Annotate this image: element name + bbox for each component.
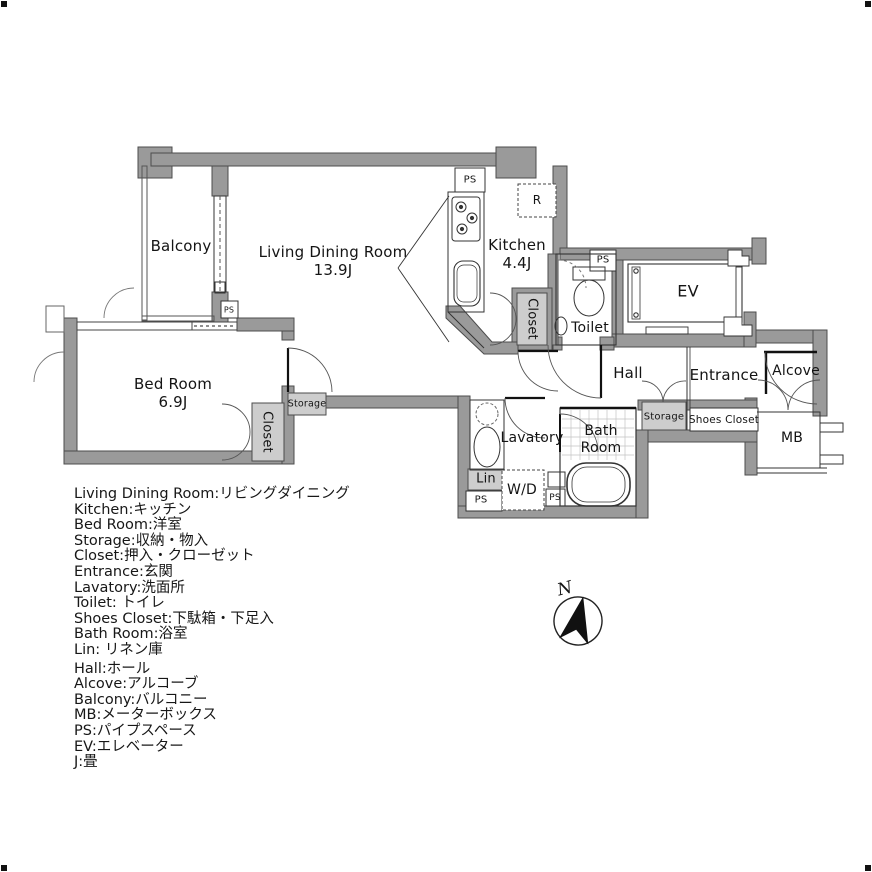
legend-item: Alcove:アルコーブ (74, 676, 199, 693)
meter-box (757, 411, 844, 474)
legend-item: Balcony:バルコニー (74, 691, 208, 708)
door-arc (764, 351, 818, 405)
legend-item: MB:メーターボックス (74, 707, 217, 724)
ps-label-lavatory: PS (474, 494, 488, 506)
room-label-balcony: Balcony (150, 237, 212, 255)
room-label-bedroom: Bed Room (133, 375, 213, 393)
ps-label-bath: PS (549, 493, 561, 503)
door-arc (547, 344, 602, 399)
door-arc (103, 287, 135, 319)
small-duct-box (547, 471, 566, 488)
room-size-living-dining: 13.9J (313, 261, 353, 279)
storage-label-bedroom: Storage (287, 398, 327, 410)
ps-label-balcony: PS (223, 305, 235, 315)
toilet-icon (554, 253, 617, 346)
legend-item: Lin: リネン庫 (74, 641, 163, 658)
window-lines (45, 165, 238, 333)
door-arc (787, 379, 821, 411)
room-label-entrance: Entrance (689, 366, 759, 384)
linen-label: Lin (476, 471, 496, 487)
stove-icon (451, 196, 481, 242)
compass-icon (553, 596, 603, 646)
storage-label-hall: Storage (643, 411, 685, 423)
door-arc (662, 380, 687, 403)
door-arc (221, 403, 251, 433)
door-arc (559, 413, 599, 453)
ps-box-top (454, 167, 486, 193)
shoes-closet-box (689, 407, 759, 432)
legend-item: Closet:押入・クローゼット (74, 548, 255, 565)
legend-item: Shoes Closet:下駄箱・下足入 (74, 610, 274, 627)
room-label-ev: EV (677, 281, 699, 301)
kitchen-closet-box (516, 292, 548, 346)
legend-item: Hall:ホール (74, 660, 151, 677)
ps-box-balcony (220, 300, 239, 319)
room-label-mb: MB (780, 430, 804, 446)
room-size-kitchen: 4.4J (502, 254, 532, 272)
legend-item: J:畳 (74, 754, 98, 771)
refrigerator-label: R (532, 193, 542, 207)
legend-item: Living Dining Room:リビングダイニング (74, 486, 350, 502)
room-label-bathroom: Bath Room (580, 423, 622, 456)
room-label-toilet: Toilet (571, 320, 609, 336)
legend-item: Bath Room:浴室 (74, 626, 188, 643)
bathtub-icon (559, 406, 637, 507)
washer-dryer-label: W/D (507, 482, 537, 498)
legend-item: PS:パイプスペース (74, 722, 197, 739)
bedroom-closet-box (251, 402, 285, 462)
bedroom-storage-box (287, 392, 327, 416)
legend-item: EV:エレベーター (74, 738, 184, 755)
closet-label-kitchen: Closet (524, 298, 540, 340)
fixtures (397, 191, 844, 507)
door-arc (489, 318, 517, 346)
hall-storage-box (641, 401, 687, 431)
ps-label-top: PS (463, 174, 477, 186)
door-arc (641, 380, 664, 403)
legend: Living Dining Room:リビングダイニング Kitchen:キッチ… (74, 486, 350, 771)
legend-item: Entrance:玄関 (74, 563, 173, 580)
door-arc (33, 351, 65, 383)
bathroom-tiles (562, 410, 634, 460)
door-arc (221, 431, 251, 461)
ps-label-toilet: PS (596, 254, 610, 266)
legend-item: Lavatory:洗面所 (74, 579, 185, 596)
room-label-kitchen: Kitchen (488, 236, 546, 254)
room-label-living-dining: Living Dining Room (258, 243, 408, 261)
door-arc (517, 350, 559, 392)
door-arc (287, 347, 333, 393)
shoes-closet-label: Shoes Closet (688, 414, 760, 426)
room-size-bedroom: 6.9J (158, 393, 188, 411)
door-arc (489, 292, 517, 320)
room-label-lavatory: Lavatory (500, 430, 564, 446)
room-label-alcove: Alcove (772, 363, 820, 379)
legend-item: Toilet: トイレ (74, 595, 165, 612)
door-arc (757, 379, 789, 411)
refrigerator-box (517, 183, 557, 218)
washer-dryer-box (501, 469, 545, 511)
legend-item: Storage:収納・物入 (74, 532, 209, 549)
elevator-cab (627, 249, 753, 337)
walls (63, 146, 828, 519)
kitchen-counter (397, 191, 485, 349)
legend-item: Bed Room:洋室 (74, 517, 182, 534)
closet-label-bedroom: Closet (259, 411, 275, 453)
sink-icon (453, 260, 481, 307)
legend-item: Kitchen:キッチン (74, 501, 192, 518)
door-arc (504, 397, 546, 439)
room-label-hall: Hall (613, 364, 643, 382)
vanity-sink-icon (469, 399, 505, 471)
doors (33, 287, 821, 461)
